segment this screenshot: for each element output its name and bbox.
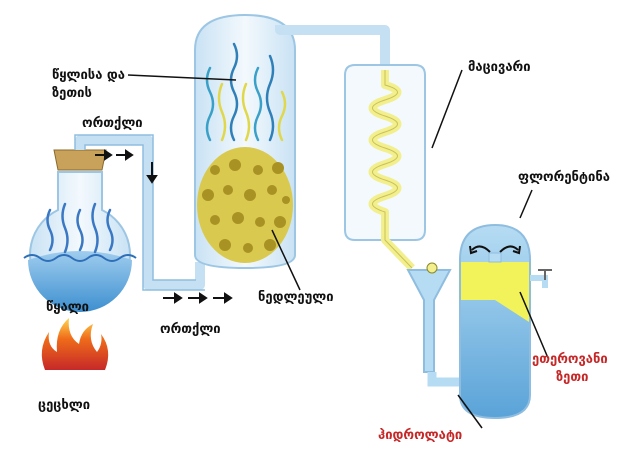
vent-neck <box>489 253 501 262</box>
label-steam-bottom: ორთქლი <box>160 322 221 338</box>
distillation-column <box>195 15 295 268</box>
fire-icon <box>42 318 108 370</box>
label-fire: ცეცხლი <box>38 398 90 414</box>
label-condenser: მაცივარი <box>468 60 531 76</box>
label-essential-oil-line2: ზეთი <box>556 370 588 386</box>
label-water: წყალი <box>46 300 89 316</box>
label-raw-material: ნედლეული <box>258 290 334 306</box>
funnel <box>408 270 450 372</box>
label-steam-oil-line2: ზეთის <box>52 86 92 102</box>
label-florentine: ფლორენტინა <box>518 170 610 186</box>
label-steam-oil-line1: წყლისა და <box>52 68 125 84</box>
label-steam-oil-line3: ორთქლი <box>82 116 143 132</box>
label-hydrolate: ჰიდროლატი <box>378 428 462 444</box>
boiling-flask <box>24 150 136 312</box>
label-essential-oil-line1: ეთეროვანი <box>532 352 608 368</box>
flask-stopper <box>54 150 106 170</box>
connector-pipe <box>432 372 460 382</box>
oil-outlet <box>530 278 545 288</box>
florentine-flask <box>408 225 552 418</box>
condenser <box>345 65 425 268</box>
oil-drop <box>427 263 437 273</box>
